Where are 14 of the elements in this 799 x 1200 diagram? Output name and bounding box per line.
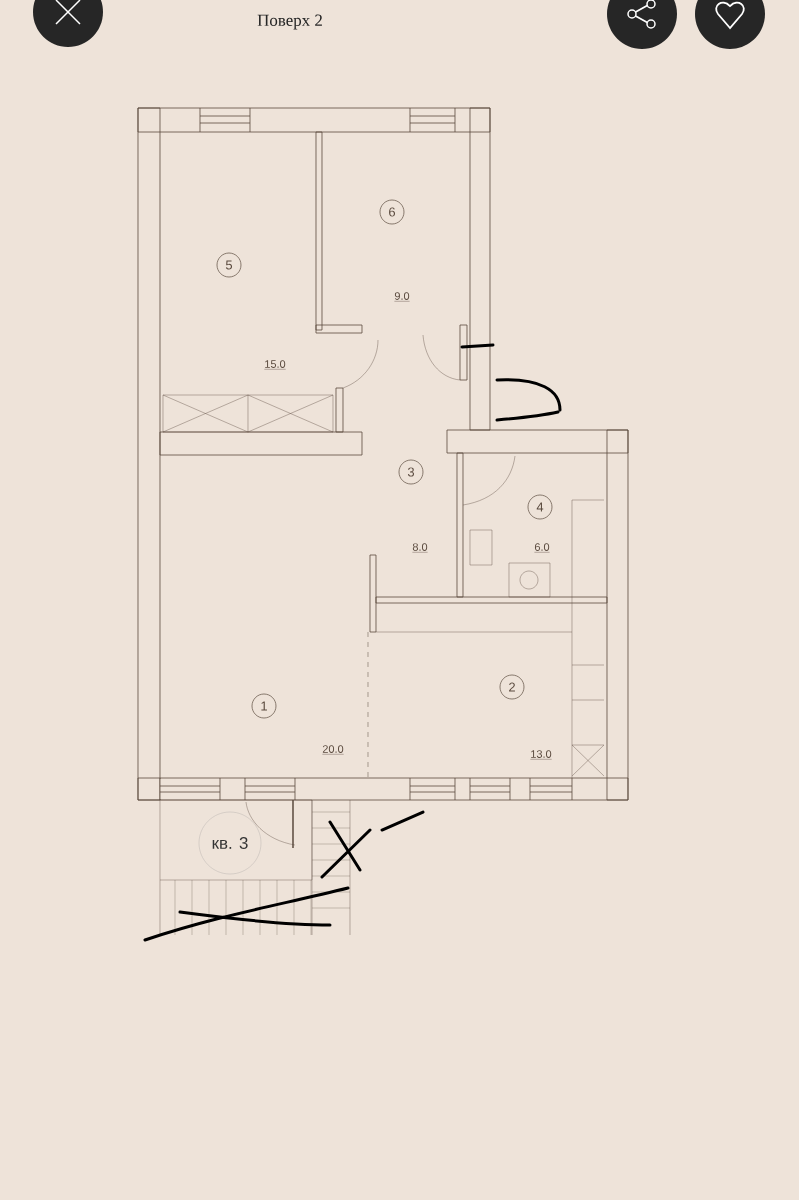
area-label: 13.0 xyxy=(530,750,552,760)
room-number: 1 xyxy=(251,693,277,719)
area-label: 20.0 xyxy=(322,745,344,755)
room-number: 6 xyxy=(379,199,405,225)
room-number: 2 xyxy=(499,674,525,700)
title: Поверх 2 xyxy=(257,14,322,30)
area-label: 6.0 xyxy=(534,543,550,553)
room-number: 3 xyxy=(398,459,424,485)
area-label: 15.0 xyxy=(264,360,286,370)
area-label: 8.0 xyxy=(412,543,428,553)
room-number: 4 xyxy=(527,494,553,520)
room-number: 5 xyxy=(216,252,242,278)
apartment-label: кв. 3 xyxy=(198,811,262,875)
area-label: 9.0 xyxy=(394,292,410,302)
